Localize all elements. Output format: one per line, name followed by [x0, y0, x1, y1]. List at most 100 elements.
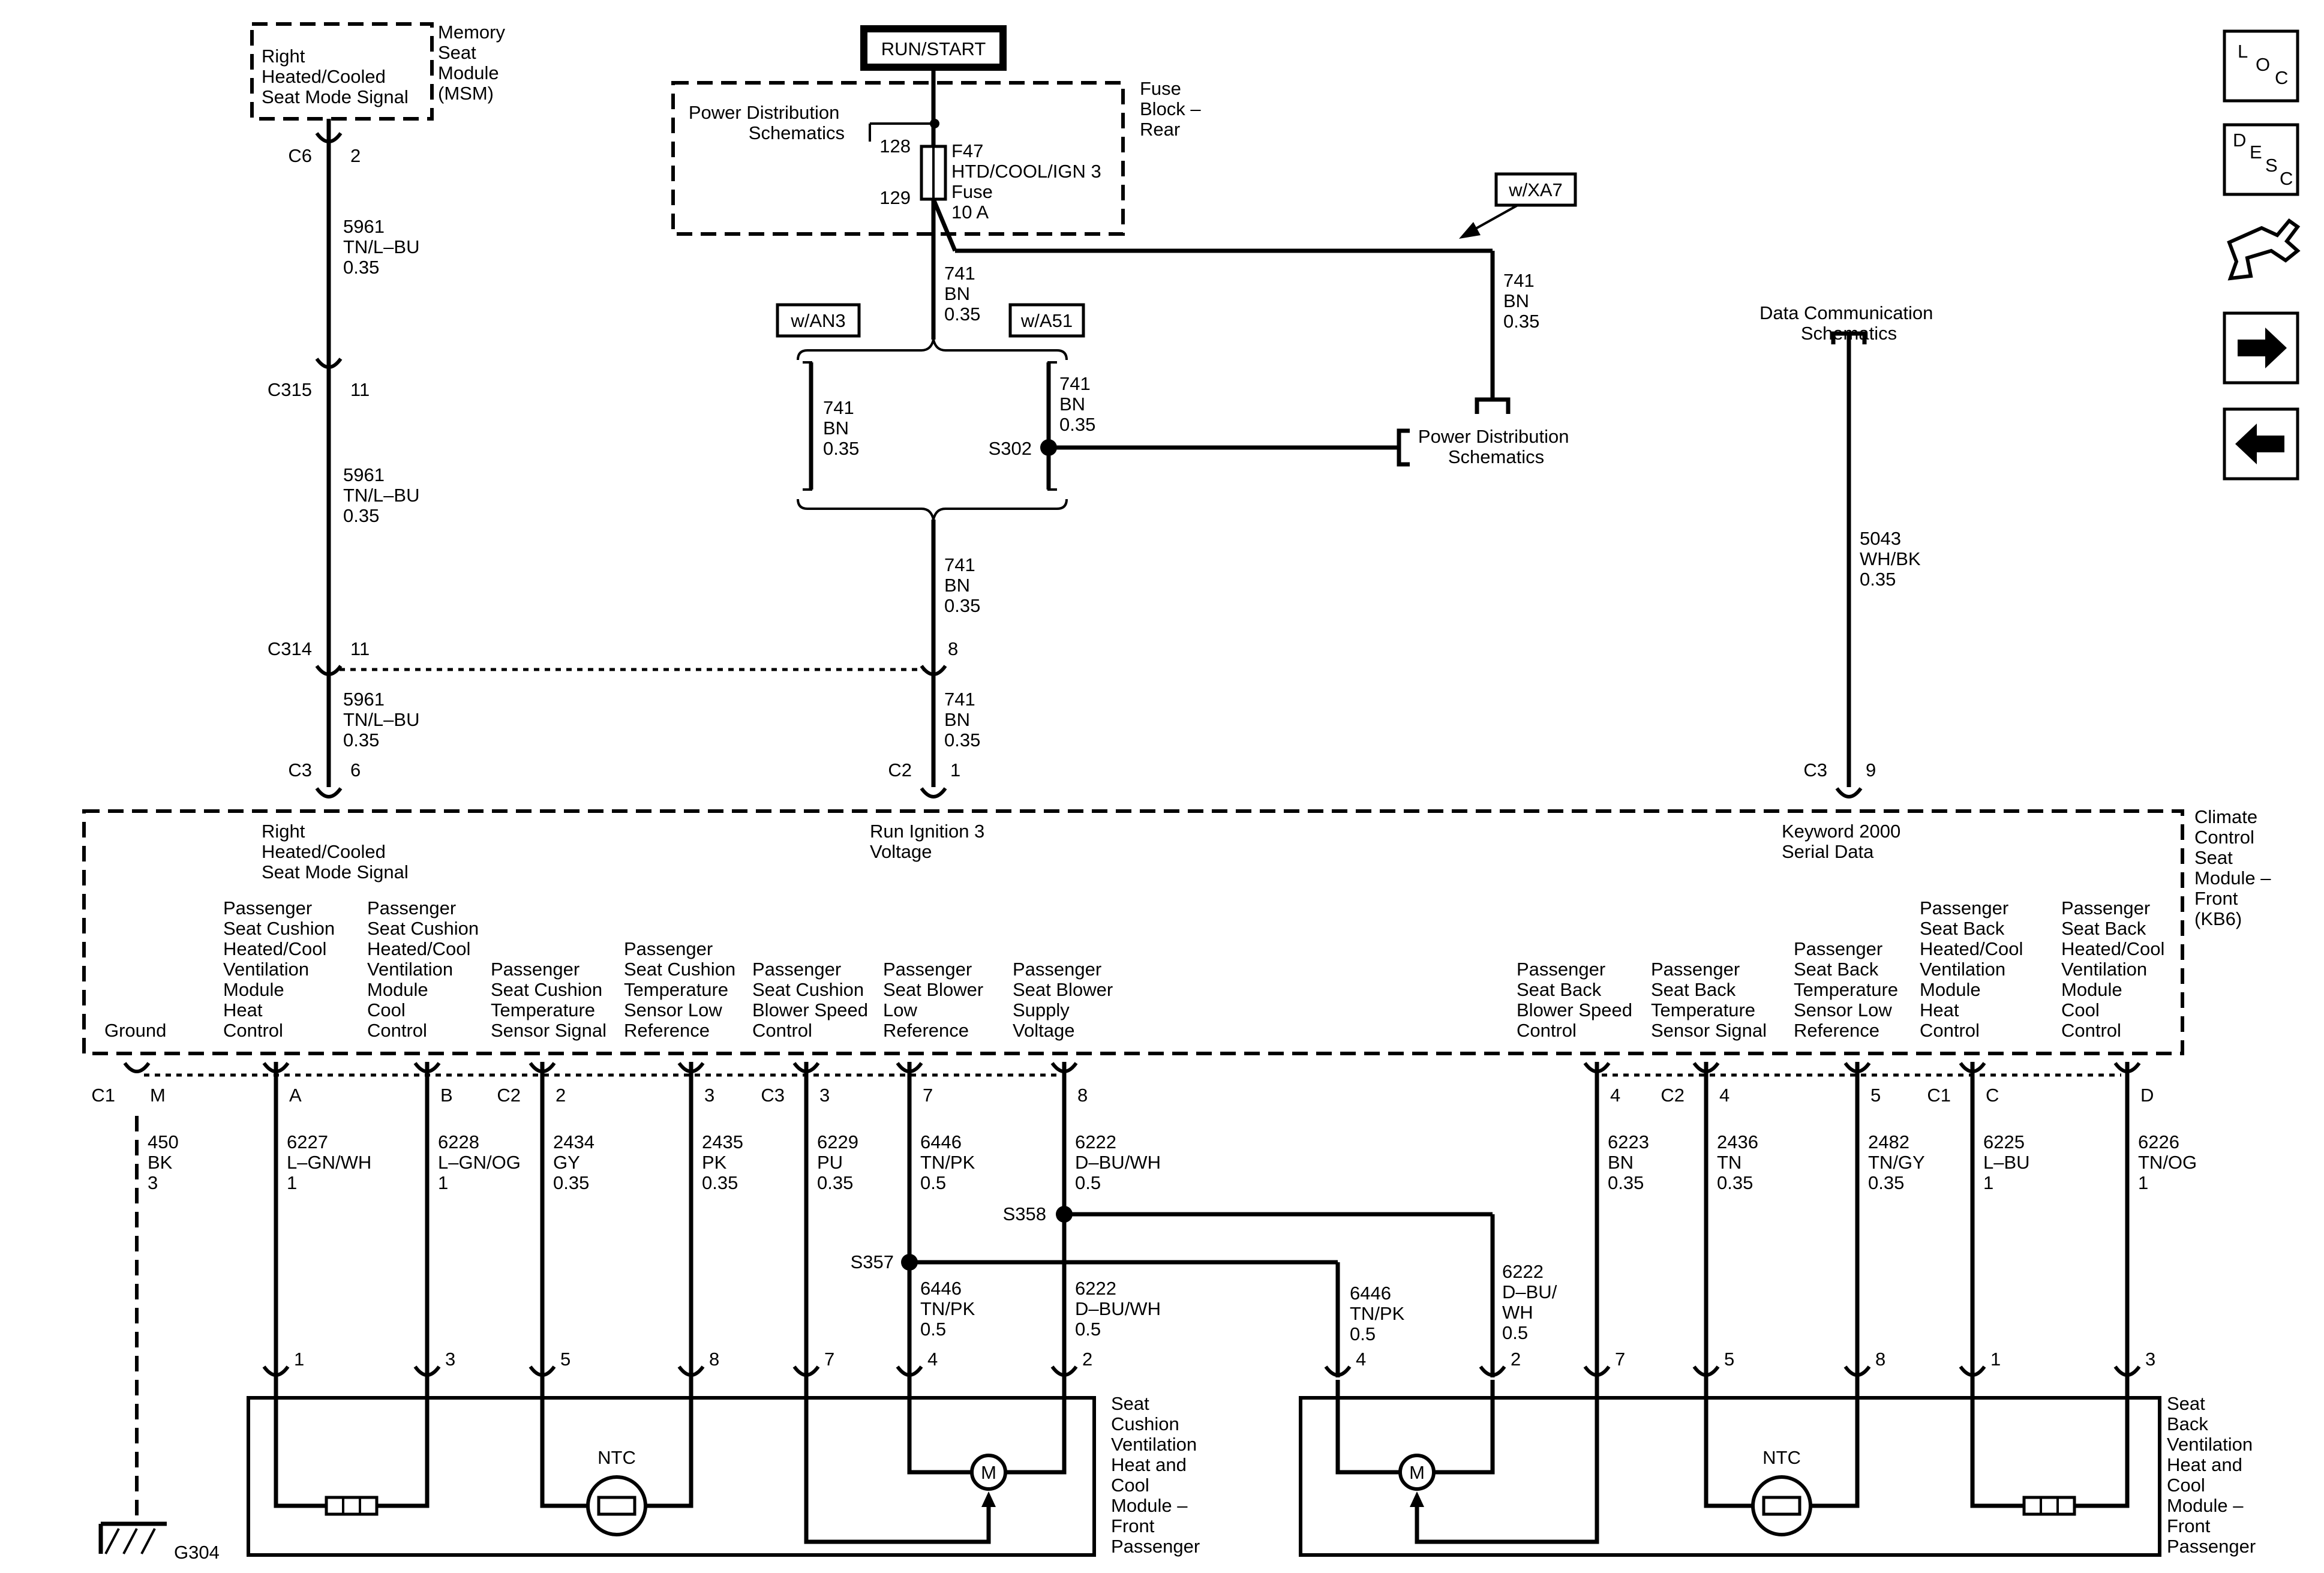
connector-cup-lower-2 [413, 1062, 441, 1073]
connector-cup-module-10 [1692, 1365, 1720, 1377]
conn-c314-pin: 11 [350, 638, 370, 659]
ground-g304: G304 [174, 1542, 220, 1563]
svg-text:O: O [2256, 54, 2270, 75]
pd-left-connector [1397, 428, 1410, 467]
module-pin-9: 5 [1724, 1349, 1734, 1370]
option-xa7-box [1494, 172, 1577, 207]
connector-cup-lower-11 [1959, 1062, 1986, 1073]
conn-c314: C314 [268, 638, 312, 659]
connector-cup-lower-4 [677, 1062, 705, 1073]
module-pin-3: 5 [560, 1349, 571, 1370]
msm-outline [250, 22, 434, 121]
loc-button[interactable]: L O C [2223, 29, 2299, 103]
lower-pin-1: A [289, 1085, 302, 1106]
module-pin-12: 3 [2145, 1349, 2155, 1370]
splice-s302-label: S302 [989, 438, 1032, 459]
msm-signal-label: Right Heated/Cooled Seat Mode Signal [262, 46, 409, 107]
back-arrow-icon[interactable] [2223, 407, 2299, 481]
seat-cushion-module [247, 1396, 1096, 1557]
connector-cup-upper-4 [315, 787, 343, 798]
lower-pin-7: 8 [1077, 1085, 1088, 1106]
seat-cushion-module-name: Seat Cushion Ventilation Heat and Cool M… [1111, 1393, 1202, 1557]
svg-text:C: C [2275, 67, 2288, 88]
connector-cup-module-3 [677, 1365, 705, 1377]
connector-cup-module-12 [1959, 1365, 1986, 1377]
cushion-blower-motor [970, 1454, 1007, 1491]
wire-label-6446-s: 6446 TN/PK 0.5 [920, 1278, 980, 1340]
conn-c3-left-pin: 6 [350, 760, 361, 781]
cushion-motor-label: M [981, 1462, 996, 1483]
connector-cup-upper-3 [920, 665, 947, 676]
svg-text:C: C [2280, 168, 2293, 189]
option-a51-label: w/A51 [1020, 310, 1073, 331]
wire-label-741-c: 741 BN 0.35 [944, 554, 980, 616]
connector-cup-module-13 [2113, 1365, 2141, 1377]
lower-conn-5: C3 [761, 1085, 785, 1106]
connector-cup-module-1 [413, 1365, 441, 1377]
back-blower-motor [1398, 1454, 1436, 1491]
next-arrow-icon[interactable] [2223, 311, 2299, 385]
connector-cup-lower-8 [1583, 1062, 1611, 1073]
ccsm-pin-kw2000: Keyword 2000 Serial Data [1782, 821, 1906, 862]
module-pin-10: 8 [1875, 1349, 1885, 1370]
connector-cup-upper-0 [315, 132, 343, 143]
wire-label-5961-b: 5961 TN/L–BU 0.35 [343, 464, 425, 526]
connector-cup-module-0 [262, 1365, 290, 1377]
back-module-pin-0: 4 [1356, 1349, 1366, 1370]
lower-pin-3: 2 [556, 1085, 566, 1106]
wire-label-5961-c: 5961 TN/L–BU 0.35 [343, 689, 425, 751]
ccsm-pin-label-0: Ground [104, 1020, 166, 1041]
connector-cup-lower-12 [2113, 1062, 2141, 1073]
wire-label-741-a51: 741 BN 0.35 [1059, 373, 1095, 435]
module-pin-4: 8 [709, 1349, 719, 1370]
conn-c2-mid: C2 [888, 760, 912, 781]
lower-pin-4: 3 [704, 1085, 714, 1106]
back-motor-label: M [1409, 1462, 1425, 1483]
connector-cup-lower-9 [1692, 1062, 1720, 1073]
back-module-pin-1: 2 [1511, 1349, 1521, 1370]
conn-c314-pin8: 8 [948, 638, 958, 659]
pd-right-connector [1475, 397, 1511, 414]
desc-button[interactable]: D E S C [2223, 123, 2299, 196]
fuse-block-name: Fuse Block – Rear [1140, 78, 1206, 140]
wire-label-6446-back: 6446 TN/PK 0.5 [1350, 1283, 1410, 1344]
wire-label-6222-s: 6222 D–BU/WH 0.5 [1075, 1278, 1166, 1340]
connector-cup-module-11 [1843, 1365, 1871, 1377]
module-pin-6: 4 [927, 1349, 938, 1370]
wire-label-741-an3: 741 BN 0.35 [823, 397, 859, 459]
lower-pin-2: B [440, 1085, 453, 1106]
pd-right-ref: Power Distribution Schematics [1418, 426, 1574, 467]
ccsm-outline [82, 809, 2184, 1055]
connector-cup-module-4 [792, 1365, 820, 1377]
lower-pin-11: C [1986, 1085, 1999, 1106]
connector-cup-lower-10 [1843, 1062, 1871, 1073]
xa7-arrow-icon [1459, 222, 1481, 239]
connector-icon[interactable] [2227, 218, 2301, 281]
wire-label-6222-back: 6222 D–BU/ WH 0.5 [1502, 1261, 1562, 1343]
lower-pin-8: 4 [1610, 1085, 1620, 1106]
conn-c315-pin: 11 [350, 379, 370, 400]
lower-pin-0: M [150, 1085, 166, 1106]
connector-cup-lower-1 [262, 1062, 290, 1073]
wire-label-5043: 5043 WH/BK 0.35 [1860, 528, 1926, 590]
msm-module-name: Memory Seat Module (MSM) [438, 22, 511, 104]
lower-pin-12: D [2140, 1085, 2154, 1106]
option-a51-box [1008, 303, 1085, 338]
wire-label-741-a: 741 BN 0.35 [944, 263, 980, 325]
connector-cup-lower-3 [529, 1062, 556, 1073]
option-xa7-label: w/XA7 [1508, 179, 1563, 200]
